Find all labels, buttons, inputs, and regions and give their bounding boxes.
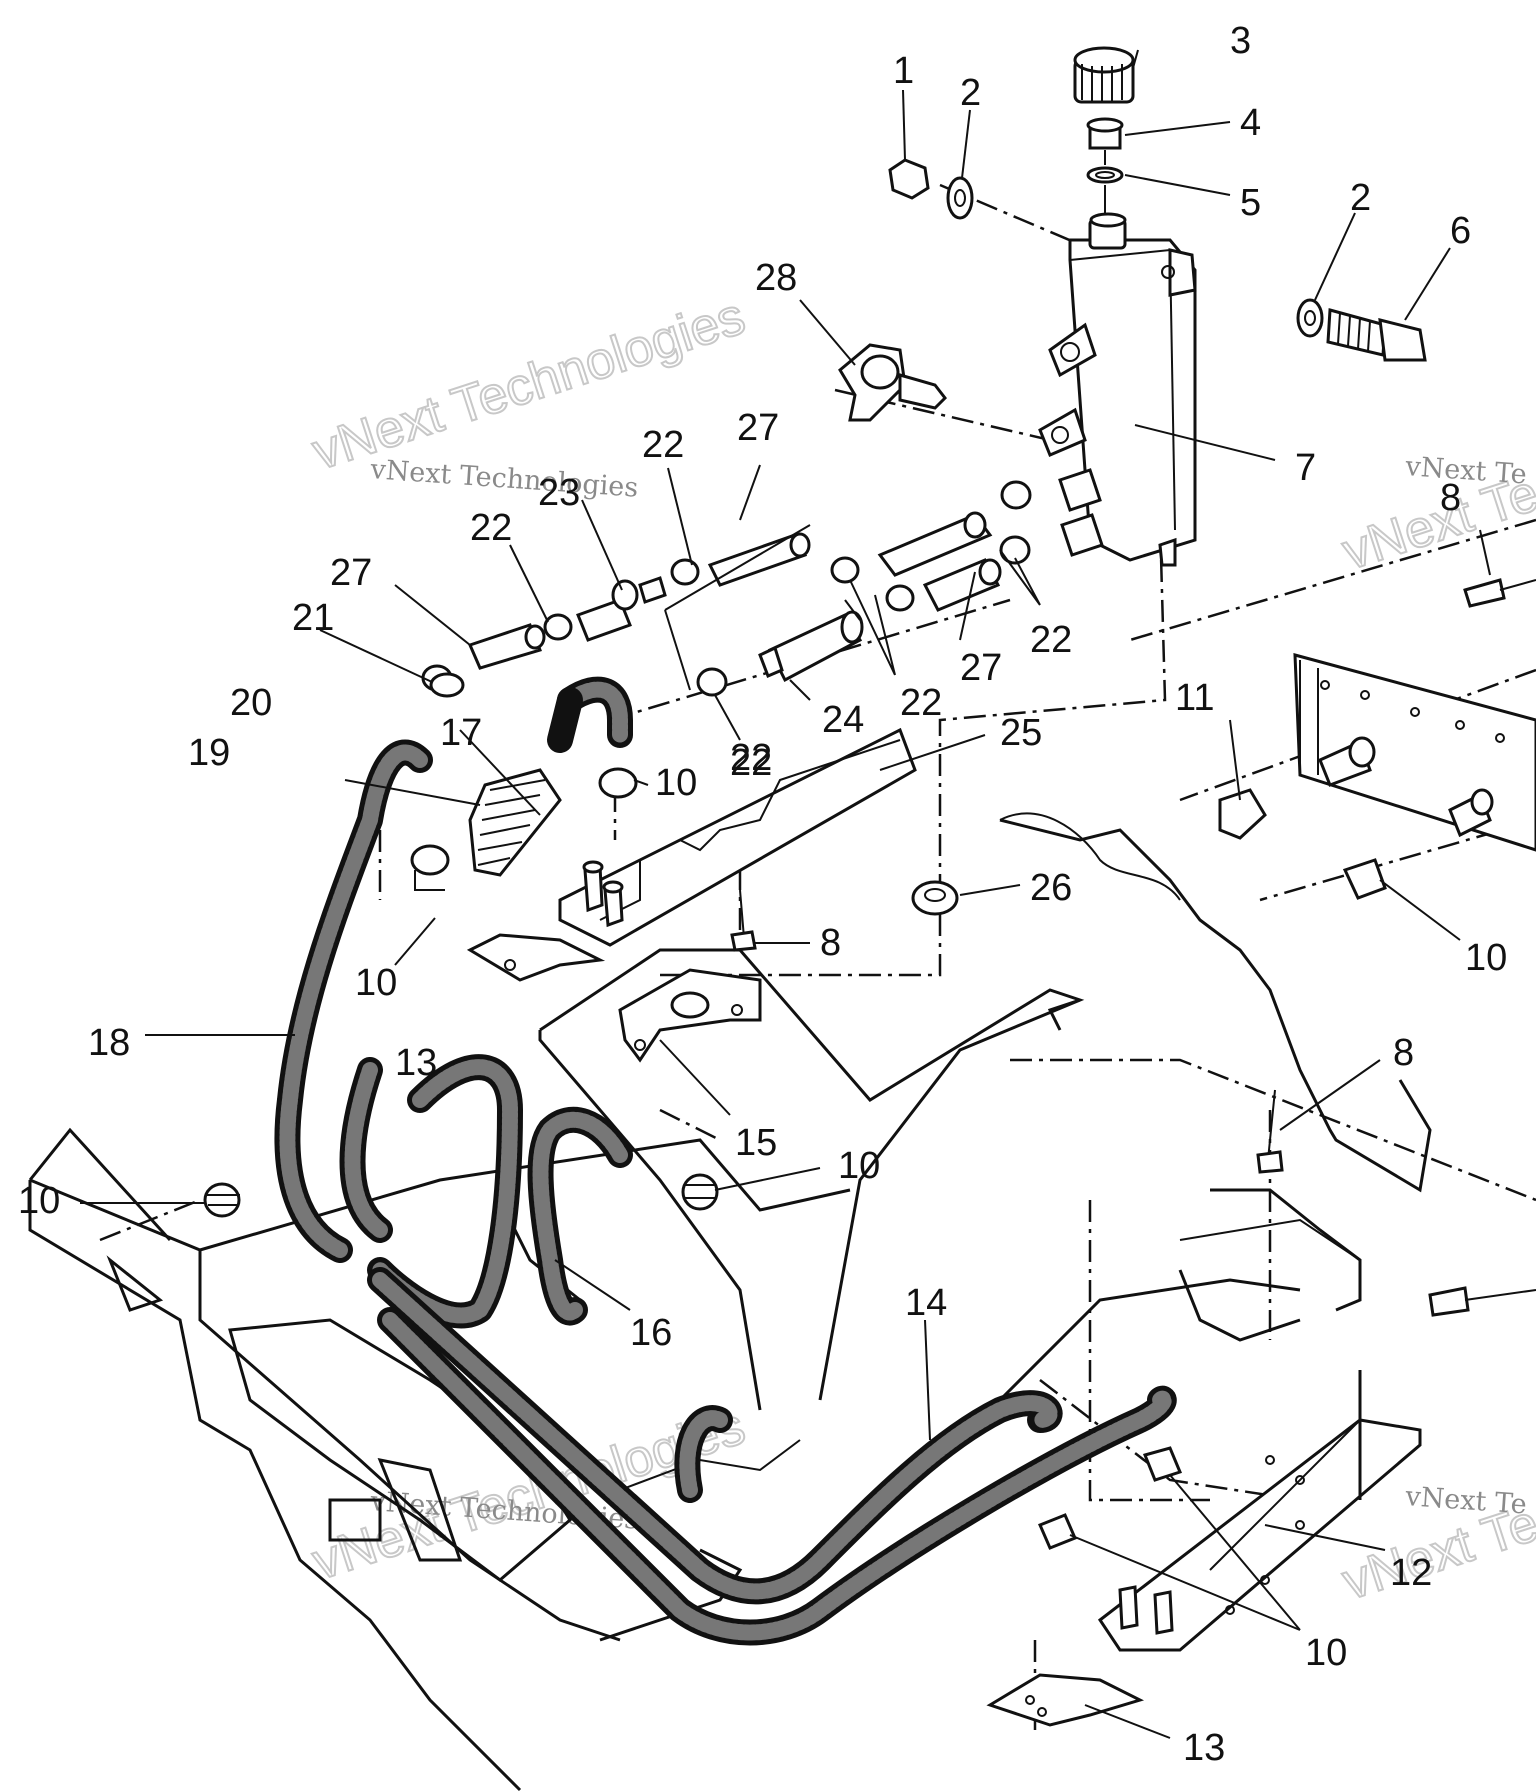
clamp-10-left-upper	[410, 844, 450, 891]
callout-21: 21	[292, 597, 334, 639]
callout-2: 2	[960, 72, 981, 114]
watermark-left-top: vNext Technologies vNext Technologies	[305, 286, 753, 504]
watermark-right-top: vNext Techn vNext Te	[1335, 437, 1536, 582]
callout-6: 6	[1450, 210, 1471, 252]
rivet-right-low	[1428, 1286, 1536, 1317]
callout-22: 22	[1030, 619, 1072, 661]
washer	[1296, 298, 1324, 338]
callout-25: 25	[1000, 712, 1042, 754]
callout-24: 24	[822, 699, 864, 741]
tank-bracket	[618, 968, 762, 1063]
mounting-rail	[558, 727, 917, 947]
hex-nut	[888, 158, 930, 200]
hose-clamps-22	[421, 480, 1032, 697]
bleeder-bracket	[838, 343, 947, 422]
watermark-small: vNext Technologies	[369, 454, 640, 504]
callout-23: 23	[538, 472, 580, 514]
callout-2: 2	[1350, 177, 1371, 219]
clip-10-lower-b	[1142, 1446, 1183, 1482]
cap-gasket	[1086, 117, 1124, 150]
rivet-right-top	[1463, 578, 1536, 608]
callout-3: 3	[1230, 20, 1251, 62]
callout-10: 10	[838, 1145, 880, 1187]
callout-12: 12	[1390, 1552, 1432, 1594]
callout-10: 10	[1305, 1632, 1347, 1674]
upper-hose-set	[467, 511, 1002, 670]
clip-10-right	[1342, 858, 1387, 900]
hose-connector	[576, 576, 667, 642]
callout-13: 13	[1183, 1727, 1225, 1769]
callout-27: 27	[737, 407, 779, 449]
callout-22: 22	[730, 737, 772, 779]
clamp-10-top	[598, 767, 638, 799]
callout-8: 8	[1393, 1032, 1414, 1074]
o-ring	[1086, 166, 1124, 184]
washer	[946, 176, 974, 220]
callout-8: 8	[1440, 477, 1461, 519]
callout-27: 27	[960, 647, 1002, 689]
hoses	[274, 676, 1177, 1646]
coolant-reservoir	[1038, 212, 1197, 567]
watermark-small: vNext Te	[1404, 1481, 1528, 1520]
right-mounting-bar	[1293, 653, 1536, 852]
callout-13: 13	[395, 1042, 437, 1084]
spring-19	[468, 768, 562, 877]
callout-5: 5	[1240, 182, 1261, 224]
callout-22: 22	[642, 424, 684, 466]
bracket-13-top	[466, 933, 606, 982]
callout-17: 17	[440, 712, 482, 754]
rivet-right-mid	[1256, 1089, 1284, 1174]
callout-22: 22	[470, 507, 512, 549]
callout-10: 10	[1465, 937, 1507, 979]
clip-10-lower-a	[1038, 1513, 1077, 1550]
callout-10: 10	[655, 762, 697, 804]
clamp-10-center	[681, 1173, 719, 1211]
watermark-big: vNext Technologies	[306, 287, 752, 481]
clamp-21	[429, 672, 465, 698]
callout-7: 7	[1295, 447, 1316, 489]
callout-10: 10	[355, 962, 397, 1004]
callout-16: 16	[630, 1312, 672, 1354]
watermark-small: vNext Te	[1404, 451, 1528, 490]
callout-8: 8	[820, 922, 841, 964]
mounting-bolt	[1326, 308, 1427, 362]
callout-28: 28	[755, 257, 797, 299]
callout-11: 11	[1175, 677, 1214, 719]
callout-15: 15	[735, 1122, 777, 1164]
callout-27: 27	[330, 552, 372, 594]
callout-10: 10	[18, 1180, 60, 1222]
callout-labels: 1 2 3 4 5 2 6 28 7 22 27 23 22 27 21 22 …	[18, 20, 1507, 1769]
lower-plate	[1097, 1370, 1422, 1652]
callout-4: 4	[1240, 102, 1261, 144]
callout-19: 19	[188, 732, 230, 774]
callout-18: 18	[88, 1022, 130, 1064]
rivet-center	[730, 889, 757, 952]
bracket-13-bottom	[986, 1673, 1145, 1727]
callout-26: 26	[1030, 867, 1072, 909]
callout-14: 14	[905, 1282, 947, 1324]
clamp-10-left	[203, 1182, 241, 1218]
grommet	[911, 880, 959, 916]
leader-lines	[80, 49, 1491, 1739]
tee-fitting	[758, 599, 864, 683]
callout-20: 20	[230, 682, 272, 724]
callout-22: 22	[900, 682, 942, 724]
reservoir-cap	[1073, 46, 1135, 104]
clip-11	[1218, 788, 1267, 840]
callout-22: 22	[730, 742, 772, 784]
callout-1: 1	[893, 50, 914, 92]
